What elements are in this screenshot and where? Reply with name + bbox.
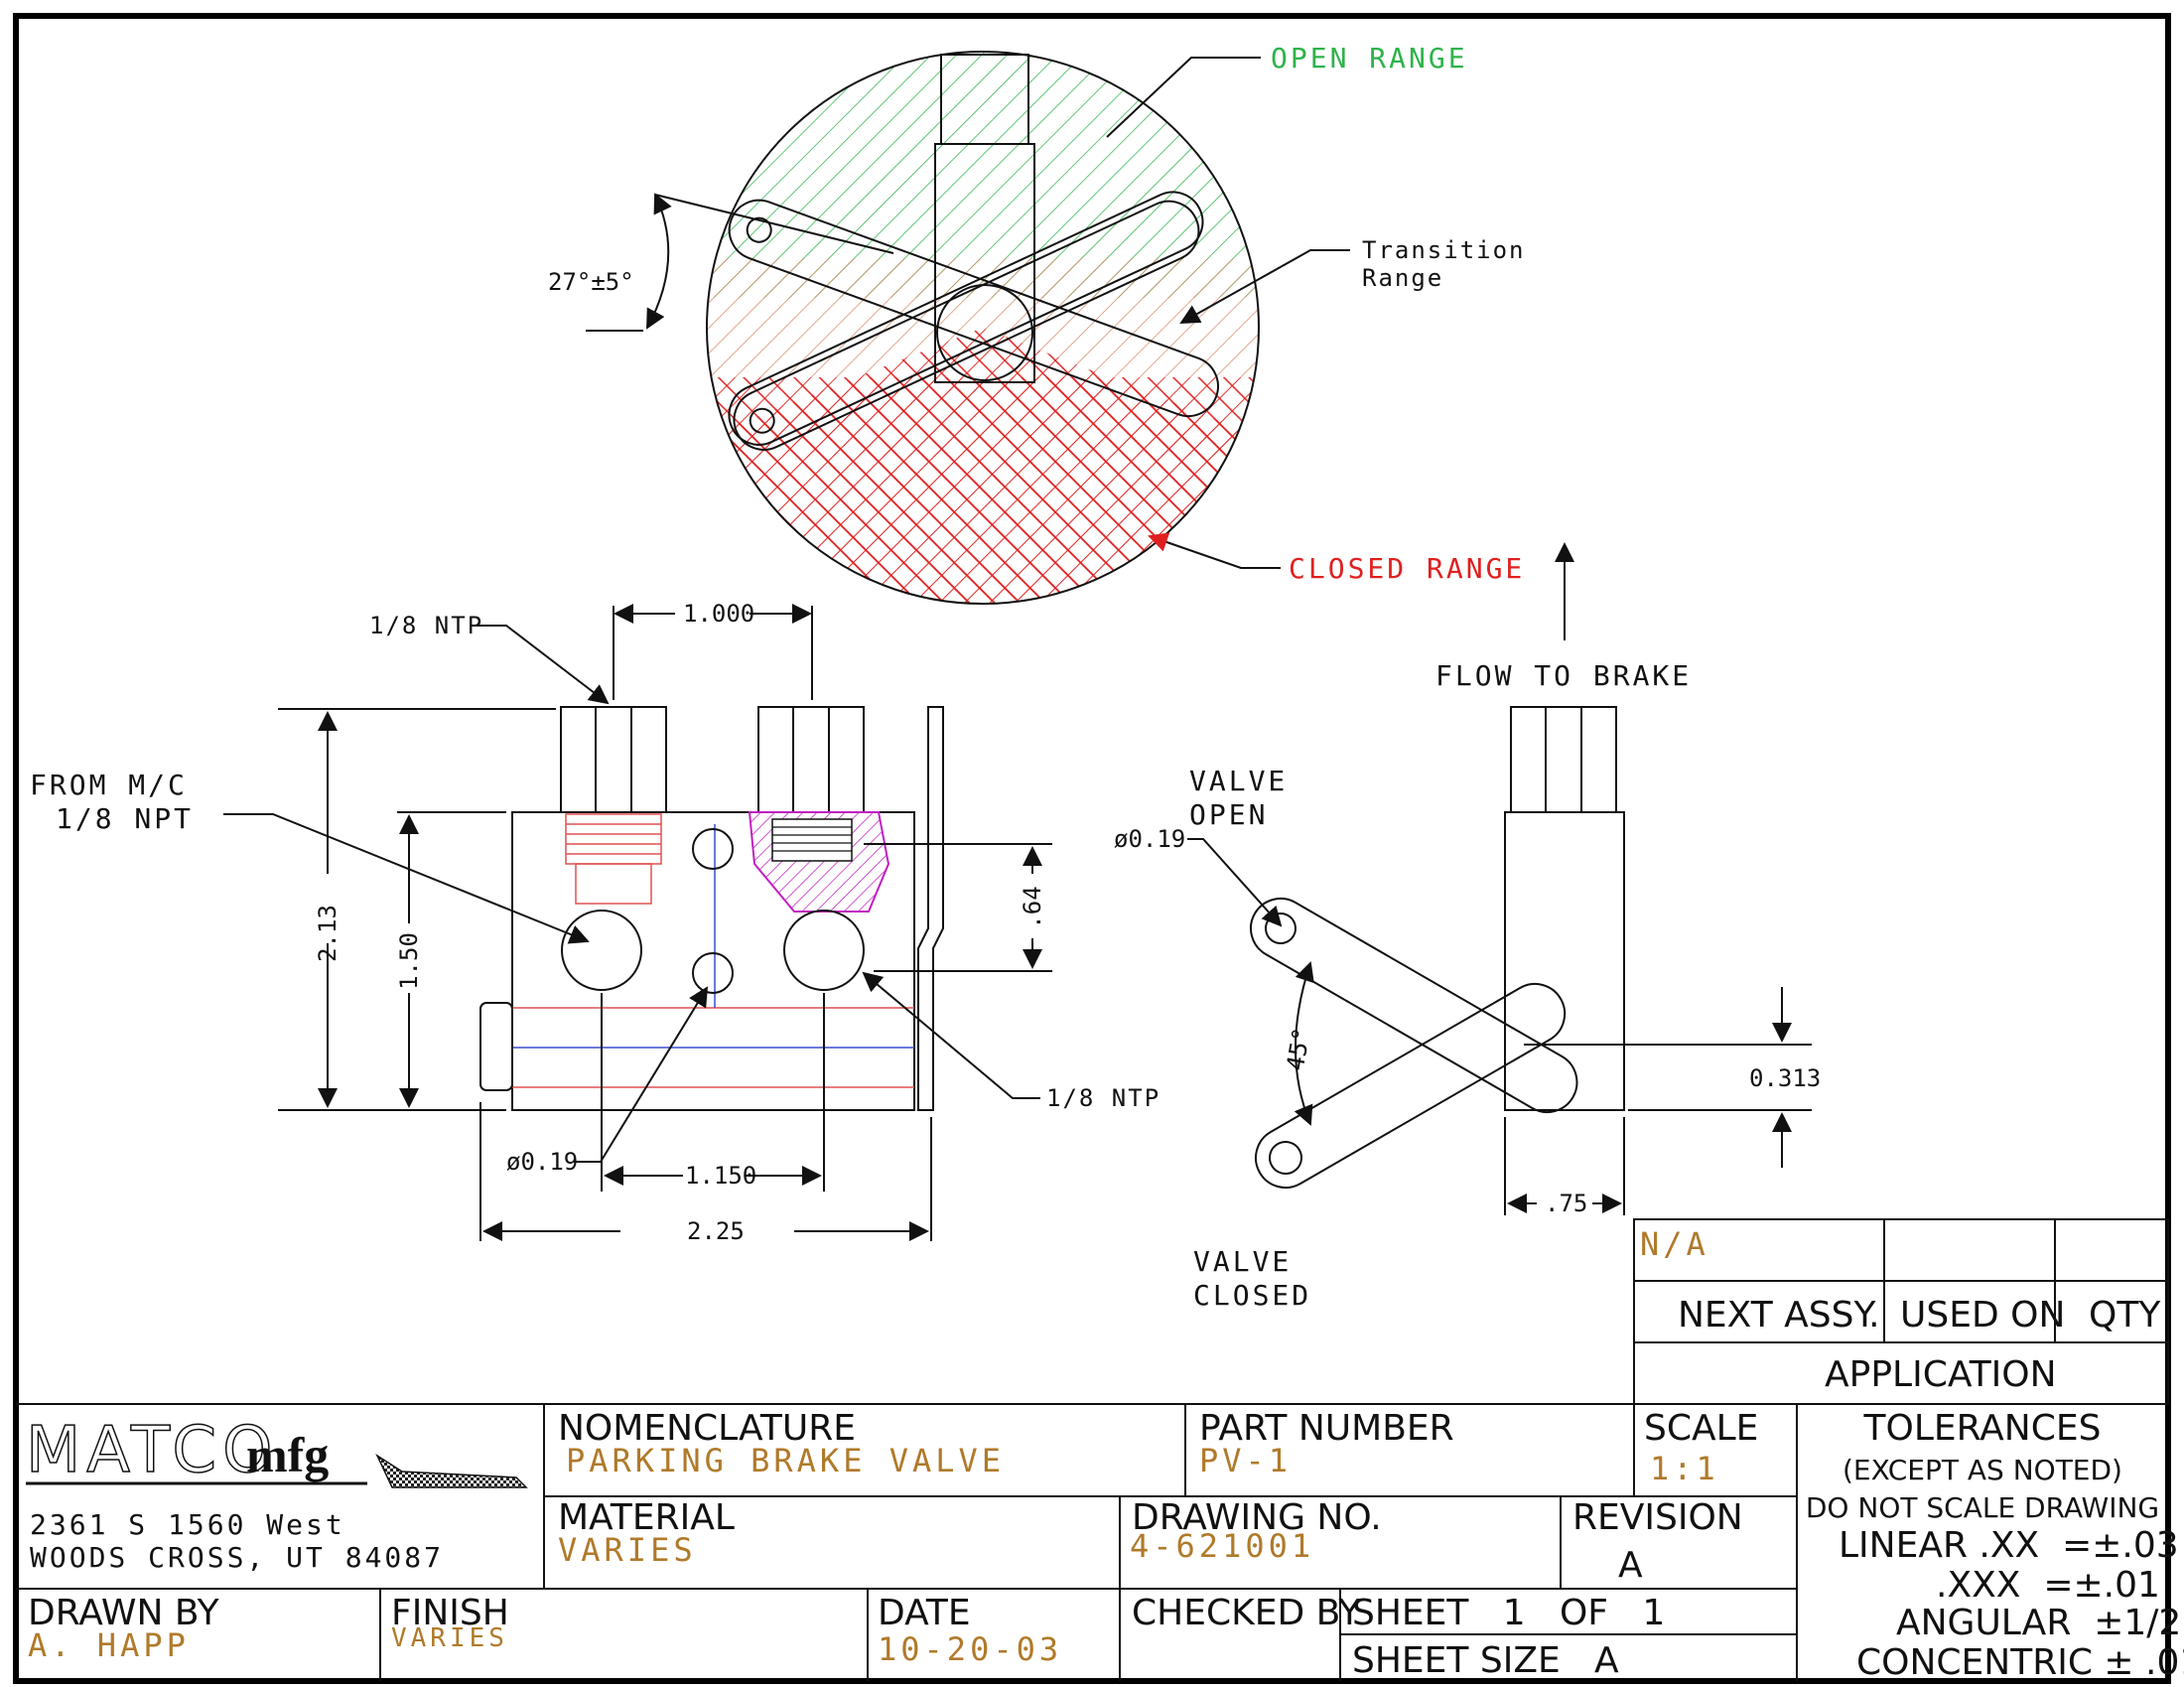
drawn-by-value: A. HAPP bbox=[28, 1626, 190, 1664]
dim-hole-spacing: 1.150 bbox=[685, 1162, 756, 1190]
shaft-stub bbox=[479, 1002, 513, 1091]
transition-range-label-2: Range bbox=[1362, 264, 1443, 292]
fitting-left bbox=[560, 706, 667, 813]
tolerances-do-not-scale: DO NOT SCALE DRAWING bbox=[1806, 1491, 2159, 1524]
finish-value: VARIES bbox=[391, 1623, 508, 1653]
tolerances-linear: LINEAR .XX =±.03 bbox=[1839, 1525, 2179, 1566]
next-assy-value: N/A bbox=[1640, 1225, 1709, 1263]
dim-shaft-offset: 0.313 bbox=[1749, 1064, 1821, 1092]
revision-value: A bbox=[1618, 1545, 1643, 1586]
closed-range-label: CLOSED RANGE bbox=[1289, 552, 1525, 585]
checked-by-label: CHECKED BY bbox=[1132, 1593, 1361, 1633]
drawing-no-label: DRAWING NO. bbox=[1132, 1497, 1382, 1538]
side-body bbox=[1504, 811, 1625, 1111]
address-line-1: 2361 S 1560 West bbox=[30, 1508, 345, 1541]
ntp-top-label: 1/8 NTP bbox=[369, 612, 483, 639]
date-value: 10-20-03 bbox=[878, 1630, 1062, 1668]
from-mc-label-2: 1/8 NPT bbox=[56, 802, 194, 835]
scale-value: 1:1 bbox=[1650, 1450, 1719, 1487]
nomenclature-value: PARKING BRAKE VALVE bbox=[566, 1442, 1005, 1479]
part-number-value: PV-1 bbox=[1199, 1442, 1292, 1479]
address-line-2: WOODS CROSS, UT 84087 bbox=[30, 1541, 444, 1574]
port-from-mc bbox=[561, 910, 642, 991]
front-view: 1.000 1/8 NTP FROM M/C 1/8 NPT 2.13 1.50… bbox=[30, 600, 1160, 1245]
company-logo-suffix: mfg bbox=[246, 1427, 329, 1482]
sheet-border bbox=[13, 13, 2171, 1684]
valve-body bbox=[511, 811, 915, 1111]
revision-label: REVISION bbox=[1572, 1497, 1743, 1538]
sheet-size-label: SHEET SIZE A bbox=[1352, 1640, 1619, 1681]
port-to-brake bbox=[783, 910, 865, 991]
side-dia: ø0.19 bbox=[1114, 825, 1185, 853]
company-logo-text: MATCO bbox=[26, 1414, 278, 1487]
material-label: MATERIAL bbox=[558, 1497, 735, 1538]
lever-transition-position bbox=[728, 191, 1204, 446]
qty-label: QTY bbox=[2089, 1295, 2161, 1336]
dim-port-spacing: 1.000 bbox=[683, 600, 754, 628]
dim-port-offset: .64 bbox=[1019, 886, 1046, 928]
used-on-label: USED ON bbox=[1900, 1295, 2065, 1336]
side-fitting bbox=[1510, 706, 1617, 813]
drawing-no-value: 4-621001 bbox=[1130, 1527, 1314, 1565]
dia-mount-hole: ø0.19 bbox=[506, 1148, 578, 1176]
side-lever-open bbox=[1250, 898, 1578, 1113]
material-value: VARIES bbox=[558, 1531, 697, 1569]
application-block: N/A NEXT ASSY. USED ON QTY APPLICATION bbox=[1633, 1218, 2169, 1405]
mount-hole-lower bbox=[692, 952, 734, 994]
top-view: 27°±5° OPEN RANGE Transition Range CLOSE… bbox=[548, 42, 1526, 605]
flow-label: FLOW TO BRAKE bbox=[1435, 659, 1692, 692]
dim-body-height: 1.50 bbox=[395, 932, 423, 990]
valve-open-label-2: OPEN bbox=[1189, 798, 1268, 831]
title-block: MATCO mfg 2361 S 1560 West WOODS CROSS, … bbox=[16, 1403, 2184, 1683]
scale-label: SCALE bbox=[1644, 1408, 1758, 1449]
date-label: DATE bbox=[878, 1593, 971, 1633]
tolerances-title: TOLERANCES bbox=[1863, 1408, 2102, 1449]
mount-hole-upper bbox=[692, 828, 734, 870]
jet-logo-icon bbox=[375, 1453, 528, 1488]
valve-open-label-1: VALVE bbox=[1189, 765, 1288, 797]
valve-closed-label-1: VALVE bbox=[1193, 1245, 1292, 1278]
part-number-label: PART NUMBER bbox=[1199, 1408, 1454, 1449]
sheet-label: SHEET 1 OF 1 bbox=[1352, 1593, 1665, 1633]
nomenclature-label: NOMENCLATURE bbox=[558, 1408, 856, 1449]
valve-closed-label-2: CLOSED bbox=[1193, 1279, 1311, 1312]
tolerances-xxx: .XXX =±.01 bbox=[1936, 1565, 2160, 1606]
drawn-by-label: DRAWN BY bbox=[28, 1593, 220, 1633]
dim-body-depth: .75 bbox=[1545, 1190, 1587, 1217]
tolerances-concentric: CONCENTRIC ± .01 bbox=[1856, 1642, 2184, 1683]
application-label: APPLICATION bbox=[1825, 1354, 2057, 1395]
from-mc-label-1: FROM M/C bbox=[30, 769, 188, 801]
dim-overall-width: 2.25 bbox=[687, 1217, 745, 1245]
fitting-right bbox=[757, 706, 865, 813]
open-range-label: OPEN RANGE bbox=[1271, 42, 1468, 74]
next-assy-label: NEXT ASSY. bbox=[1678, 1295, 1880, 1336]
side-lever-closed bbox=[1255, 983, 1567, 1189]
tolerances-angular: ANGULAR ±1/2 bbox=[1896, 1603, 2181, 1643]
dim-overall-height: 2.13 bbox=[314, 905, 341, 962]
finish-label: FINISH bbox=[391, 1593, 509, 1633]
tolerances-except: (EXCEPT AS NOTED) bbox=[1843, 1454, 2122, 1486]
lever-closed-position bbox=[733, 200, 1200, 451]
angle-dimension: 27°±5° bbox=[548, 268, 634, 296]
ntp-side-label: 1/8 NTP bbox=[1046, 1084, 1160, 1112]
valve-disc bbox=[706, 51, 1260, 605]
lever-open-position bbox=[728, 199, 1219, 418]
side-angle: 45° bbox=[1282, 1026, 1316, 1073]
side-view: FLOW TO BRAKE 45° VALVE OPEN ø0.19 0.313… bbox=[1114, 542, 1821, 1312]
transition-range-label-1: Transition bbox=[1362, 236, 1526, 264]
